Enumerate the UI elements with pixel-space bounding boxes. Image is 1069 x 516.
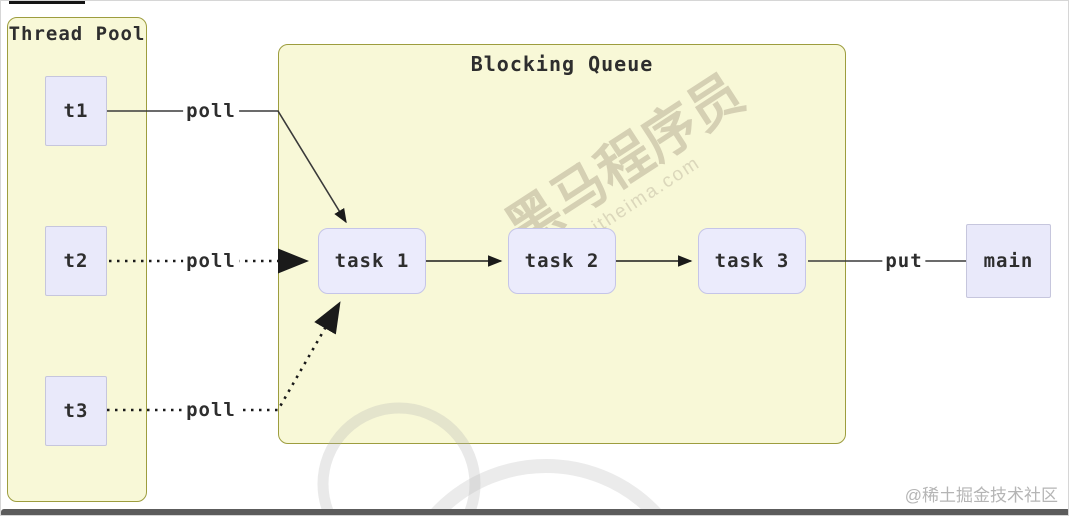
blocking-queue-title: Blocking Queue (470, 52, 654, 76)
node-t3: t3 (45, 376, 107, 446)
node-task2-label: task 2 (524, 250, 600, 272)
edge-label-poll-t1: poll (183, 100, 239, 122)
node-main: main (966, 224, 1051, 298)
window-edge-fragment (9, 1, 85, 4)
node-task1: task 1 (318, 228, 426, 294)
thread-pool-title: Thread Pool (8, 23, 146, 45)
node-task2: task 2 (508, 228, 616, 294)
edge-label-poll-t3: poll (183, 399, 239, 421)
node-t3-label: t3 (63, 400, 89, 422)
edge-label-put: put (882, 250, 926, 272)
node-task3-label: task 3 (714, 250, 790, 272)
node-t2-label: t2 (63, 250, 89, 272)
node-task1-label: task 1 (334, 250, 410, 272)
credit-text: @稀土掘金技术社区 (904, 486, 1058, 505)
node-main-label: main (983, 250, 1034, 272)
node-t1: t1 (45, 76, 107, 146)
bottom-window-bar (1, 509, 1068, 515)
node-task3: task 3 (698, 228, 806, 294)
node-t2: t2 (45, 226, 107, 296)
node-t1-label: t1 (63, 100, 89, 122)
edge-label-poll-t2: poll (183, 250, 239, 272)
